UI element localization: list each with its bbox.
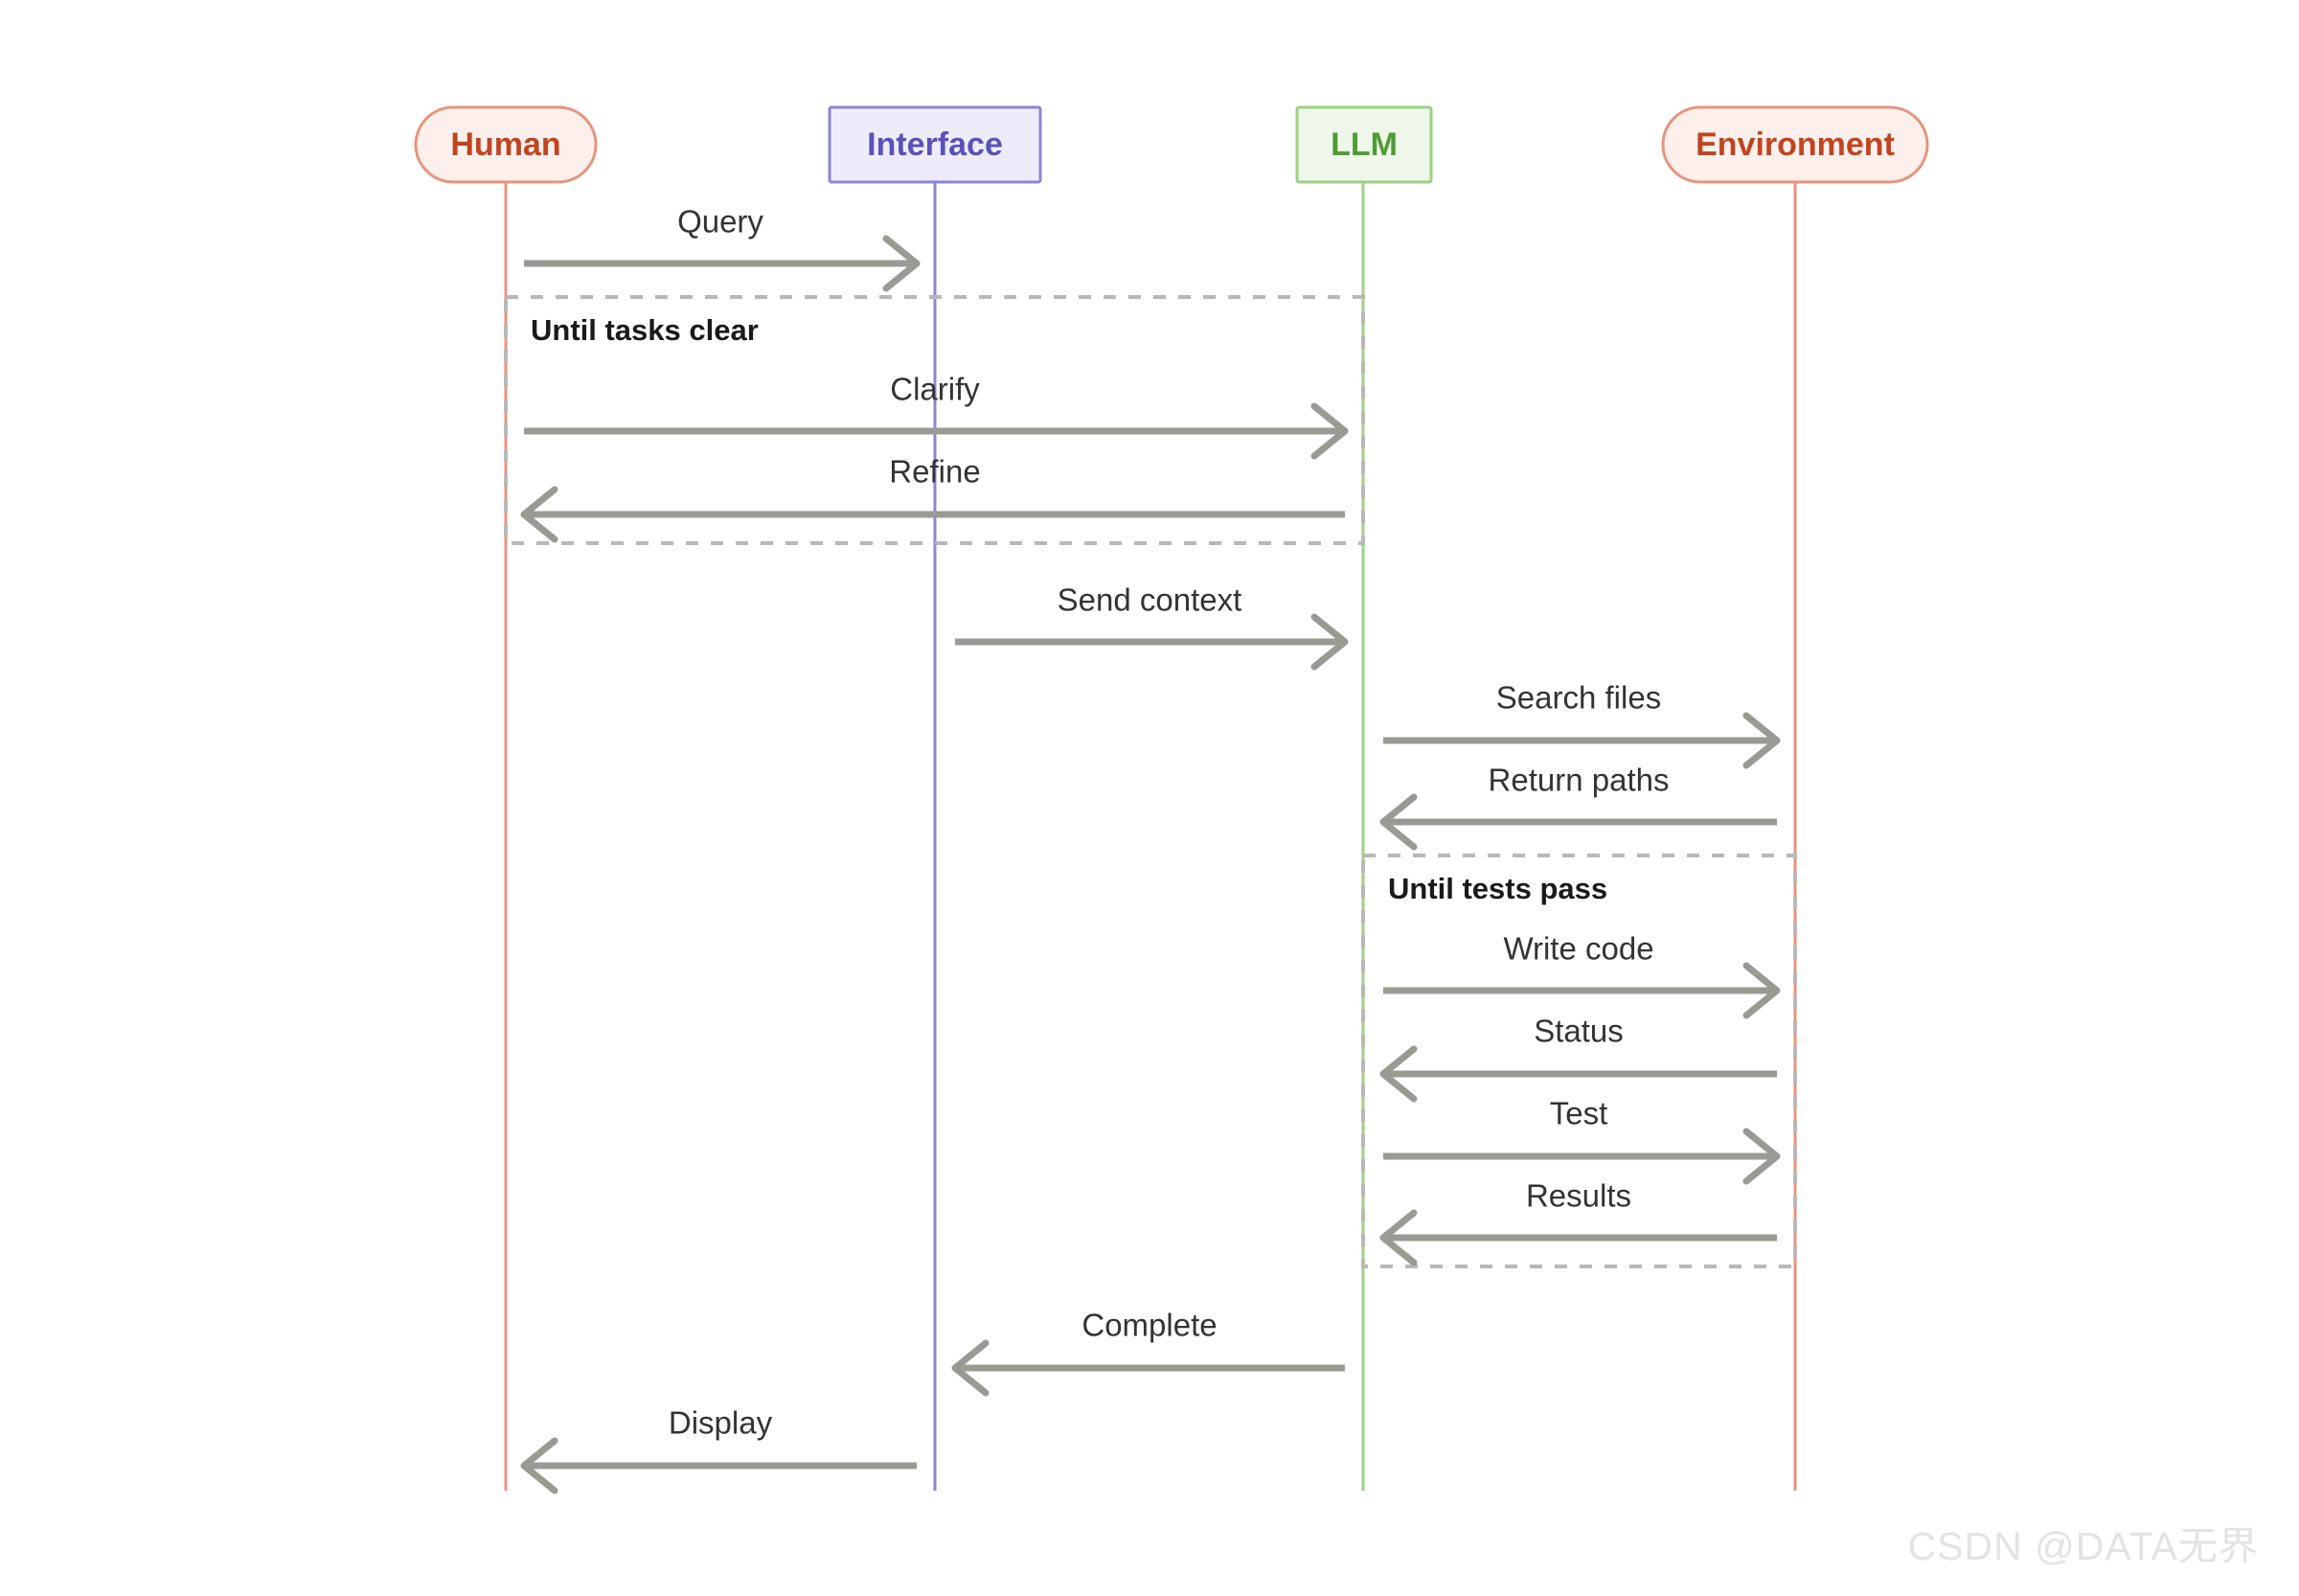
participant-label-llm: LLM — [1331, 126, 1398, 163]
participant-label-human: Human — [450, 126, 560, 163]
loop-until-tests-pass-frame — [1361, 854, 1797, 1268]
message-send-context: Send context — [955, 582, 1349, 671]
message-label-query: Query — [677, 204, 763, 239]
loop-until-tasks-clear-frame — [504, 295, 1365, 545]
message-arrowhead-results — [1379, 1209, 1418, 1266]
loop-until-tests-pass-title: Until tests pass — [1388, 872, 1607, 905]
loop-until-tasks-clear-title: Until tasks clear — [531, 313, 759, 347]
message-label-results: Results — [1526, 1178, 1631, 1214]
message-label-write-code: Write code — [1503, 931, 1653, 967]
message-arrowhead-test — [1742, 1128, 1781, 1185]
message-arrowhead-write-code — [1742, 962, 1781, 1019]
message-status: Status — [1379, 1014, 1777, 1103]
lifelines-layer — [504, 182, 1797, 1491]
message-label-return-paths: Return paths — [1489, 763, 1670, 798]
message-complete: Complete — [951, 1308, 1345, 1397]
participant-interface[interactable]: Interface — [828, 105, 1042, 184]
message-label-complete: Complete — [1081, 1308, 1217, 1343]
participant-box-llm[interactable] — [1295, 105, 1433, 184]
message-display: Display — [520, 1405, 917, 1494]
participant-human[interactable]: Human — [414, 105, 598, 184]
message-label-search-files: Search files — [1496, 680, 1661, 716]
message-search-files: Search files — [1383, 680, 1781, 769]
message-label-display: Display — [669, 1405, 773, 1441]
participant-label-environment: Environment — [1696, 126, 1895, 163]
participant-box-environment[interactable] — [1661, 105, 1929, 184]
message-results: Results — [1379, 1178, 1777, 1266]
message-arrowhead-complete — [951, 1339, 990, 1397]
participant-box-human[interactable] — [414, 105, 598, 184]
message-label-test: Test — [1550, 1096, 1608, 1131]
message-label-send-context: Send context — [1058, 582, 1242, 618]
message-label-clarify: Clarify — [890, 372, 980, 407]
message-test: Test — [1383, 1096, 1781, 1185]
message-clarify: Clarify — [524, 372, 1349, 460]
message-arrowhead-search-files — [1742, 712, 1781, 769]
message-arrowhead-clarify — [1310, 402, 1349, 460]
participant-label-interface: Interface — [867, 126, 1003, 163]
message-arrowhead-send-context — [1310, 613, 1349, 671]
participant-box-interface[interactable] — [828, 105, 1042, 184]
message-return-paths: Return paths — [1379, 763, 1777, 851]
csdn-watermark: CSDN @DATA无界 — [1907, 1524, 2259, 1568]
message-write-code: Write code — [1383, 931, 1781, 1019]
message-label-refine: Refine — [889, 454, 980, 490]
message-arrowhead-query — [882, 235, 921, 292]
message-refine: Refine — [520, 454, 1345, 543]
message-query: Query — [524, 204, 921, 292]
participants-layer: Human Interface LLM Environment — [414, 105, 1929, 184]
message-label-status: Status — [1534, 1014, 1624, 1049]
message-arrowhead-status — [1379, 1045, 1418, 1103]
message-arrowhead-return-paths — [1379, 793, 1418, 851]
participant-environment[interactable]: Environment — [1661, 105, 1929, 184]
message-arrowhead-display — [520, 1437, 558, 1494]
message-arrowhead-refine — [520, 486, 558, 543]
participant-llm[interactable]: LLM — [1295, 105, 1433, 184]
